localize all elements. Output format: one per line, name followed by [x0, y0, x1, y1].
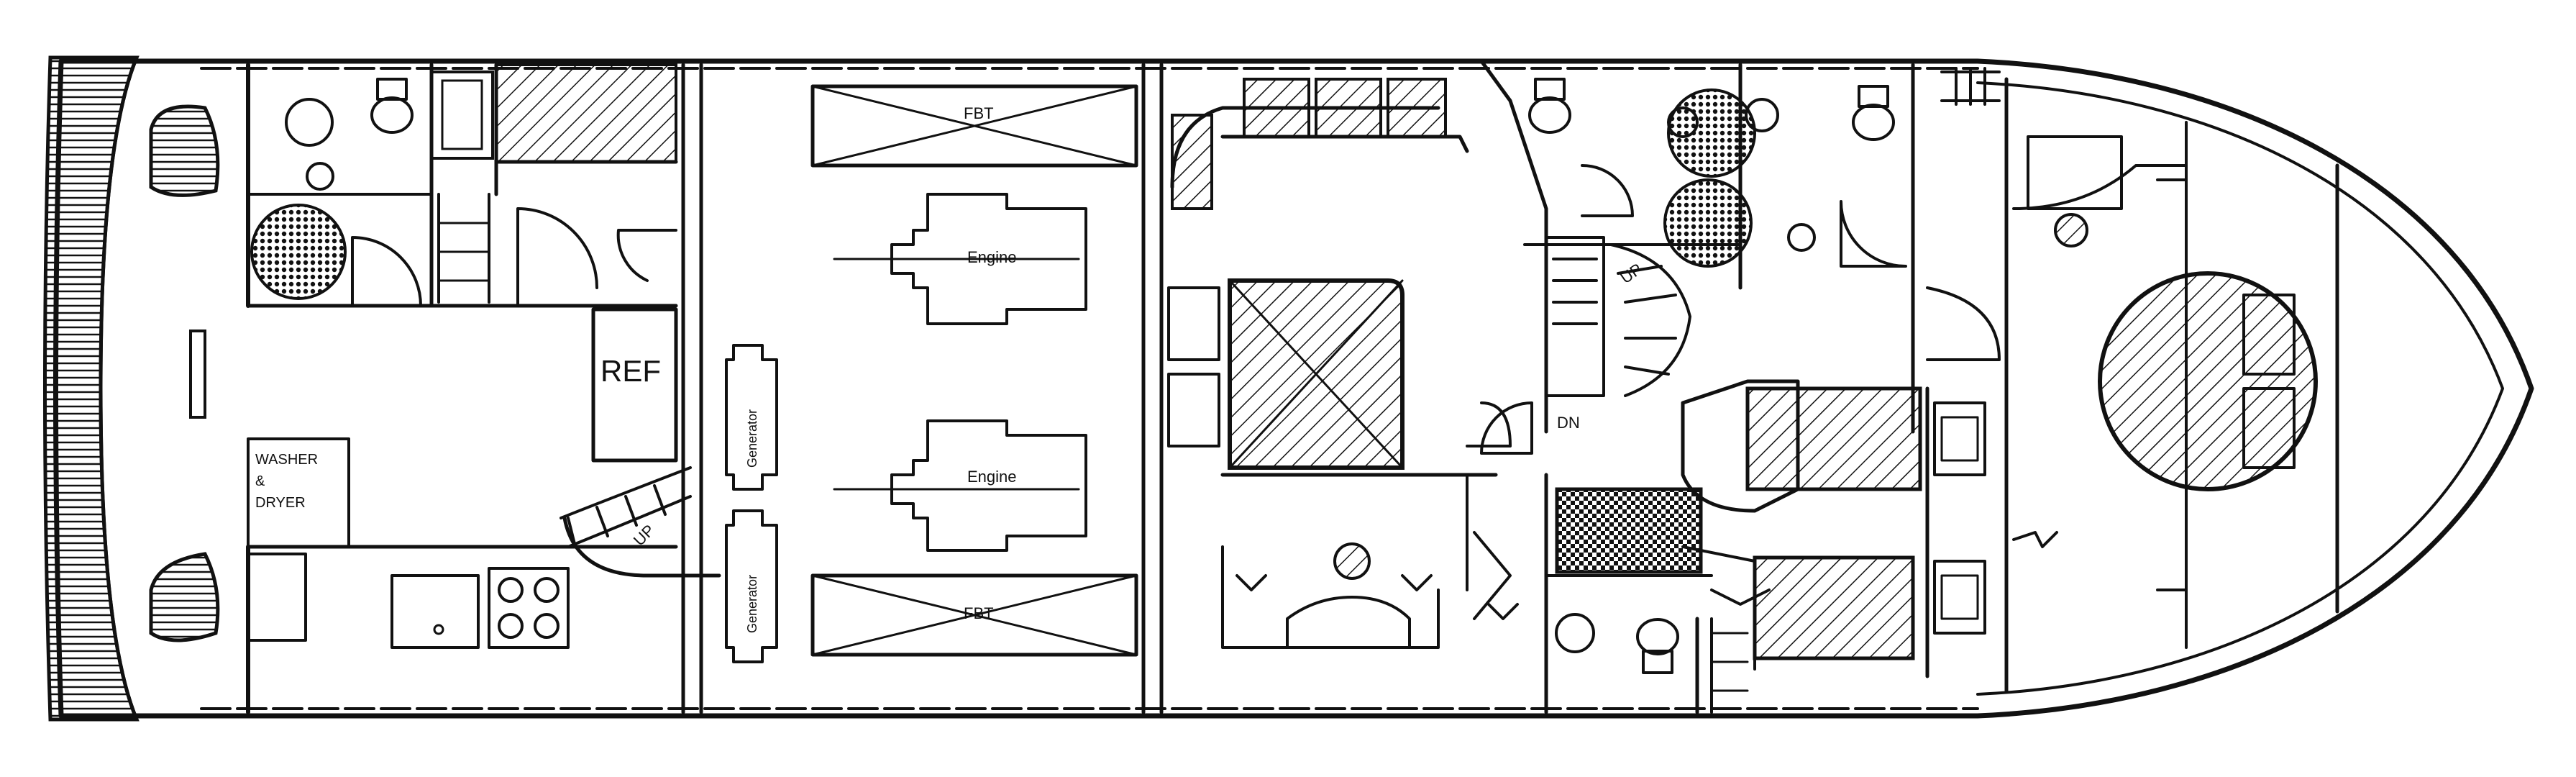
- generator-starboard-label: Generator: [745, 575, 759, 633]
- fuel-tank-bottom-label: FBT: [964, 604, 994, 622]
- master-bed: [1228, 278, 1405, 470]
- aft-round-table: [250, 204, 347, 300]
- mid-round-table-top: [1667, 88, 1756, 178]
- forward-stair: UP DN: [1480, 236, 1691, 455]
- aft-stair: UP: [559, 466, 721, 578]
- mid-round-table-bottom: [1663, 178, 1753, 268]
- engine-port: Engine: [833, 193, 1087, 325]
- generator-starboard: Generator: [725, 509, 778, 663]
- aft-steps-starboard: [149, 552, 220, 642]
- lower-mid-head: [1544, 473, 1749, 714]
- engine-starboard: Engine: [833, 419, 1087, 552]
- fuel-tank-top: FBT: [810, 84, 1138, 168]
- fuel-tank-bottom: FBT: [810, 573, 1138, 657]
- galley: WASHER & DRYER REF UP: [246, 307, 721, 649]
- engine-room: FBT FBT Engine Engine Generator Generato…: [725, 84, 1138, 663]
- washer-label-3: DRYER: [255, 495, 306, 511]
- refrigerator: [591, 307, 678, 463]
- washer-label-1: WASHER: [255, 452, 318, 468]
- master-cabin: [1167, 78, 1519, 649]
- aft-cabin: [246, 63, 678, 714]
- engine-port-label: Engine: [967, 248, 1017, 266]
- engine-starboard-label: Engine: [967, 468, 1017, 486]
- forward-stair-up-label: UP: [1617, 260, 1645, 287]
- forward-island-bed: [2098, 271, 2318, 491]
- fuel-tank-top-label: FBT: [964, 104, 994, 122]
- guest-bed-bottom: [1753, 555, 1915, 660]
- shower-tray: [1555, 487, 1703, 574]
- mid-corridor: [1479, 59, 1915, 434]
- lower-ladder: [1710, 617, 1749, 714]
- galley-sink: [390, 574, 480, 649]
- stove-icon: [488, 567, 570, 649]
- forward-stair-dn-label: DN: [1557, 414, 1580, 432]
- forward-stateroom: [1940, 67, 2339, 693]
- aft-steps-port: [149, 104, 220, 197]
- bulkheads: [681, 63, 1164, 714]
- washer-label-2: &: [255, 473, 265, 489]
- lower-toilet-icon: [1636, 618, 1679, 674]
- generator-port-label: Generator: [745, 409, 759, 468]
- aft-toilet-icon: [370, 78, 414, 134]
- guest-bed-top: [1745, 386, 1922, 491]
- fwd-head-toilet-icon: [1852, 85, 1895, 141]
- generator-port: Generator: [725, 344, 778, 491]
- mid-toilet-icon: [1528, 78, 1571, 134]
- ref-label: REF: [600, 354, 661, 388]
- aft-ladder: [437, 193, 490, 304]
- swim-platform: [43, 55, 206, 722]
- guest-cabins: [1681, 286, 2001, 678]
